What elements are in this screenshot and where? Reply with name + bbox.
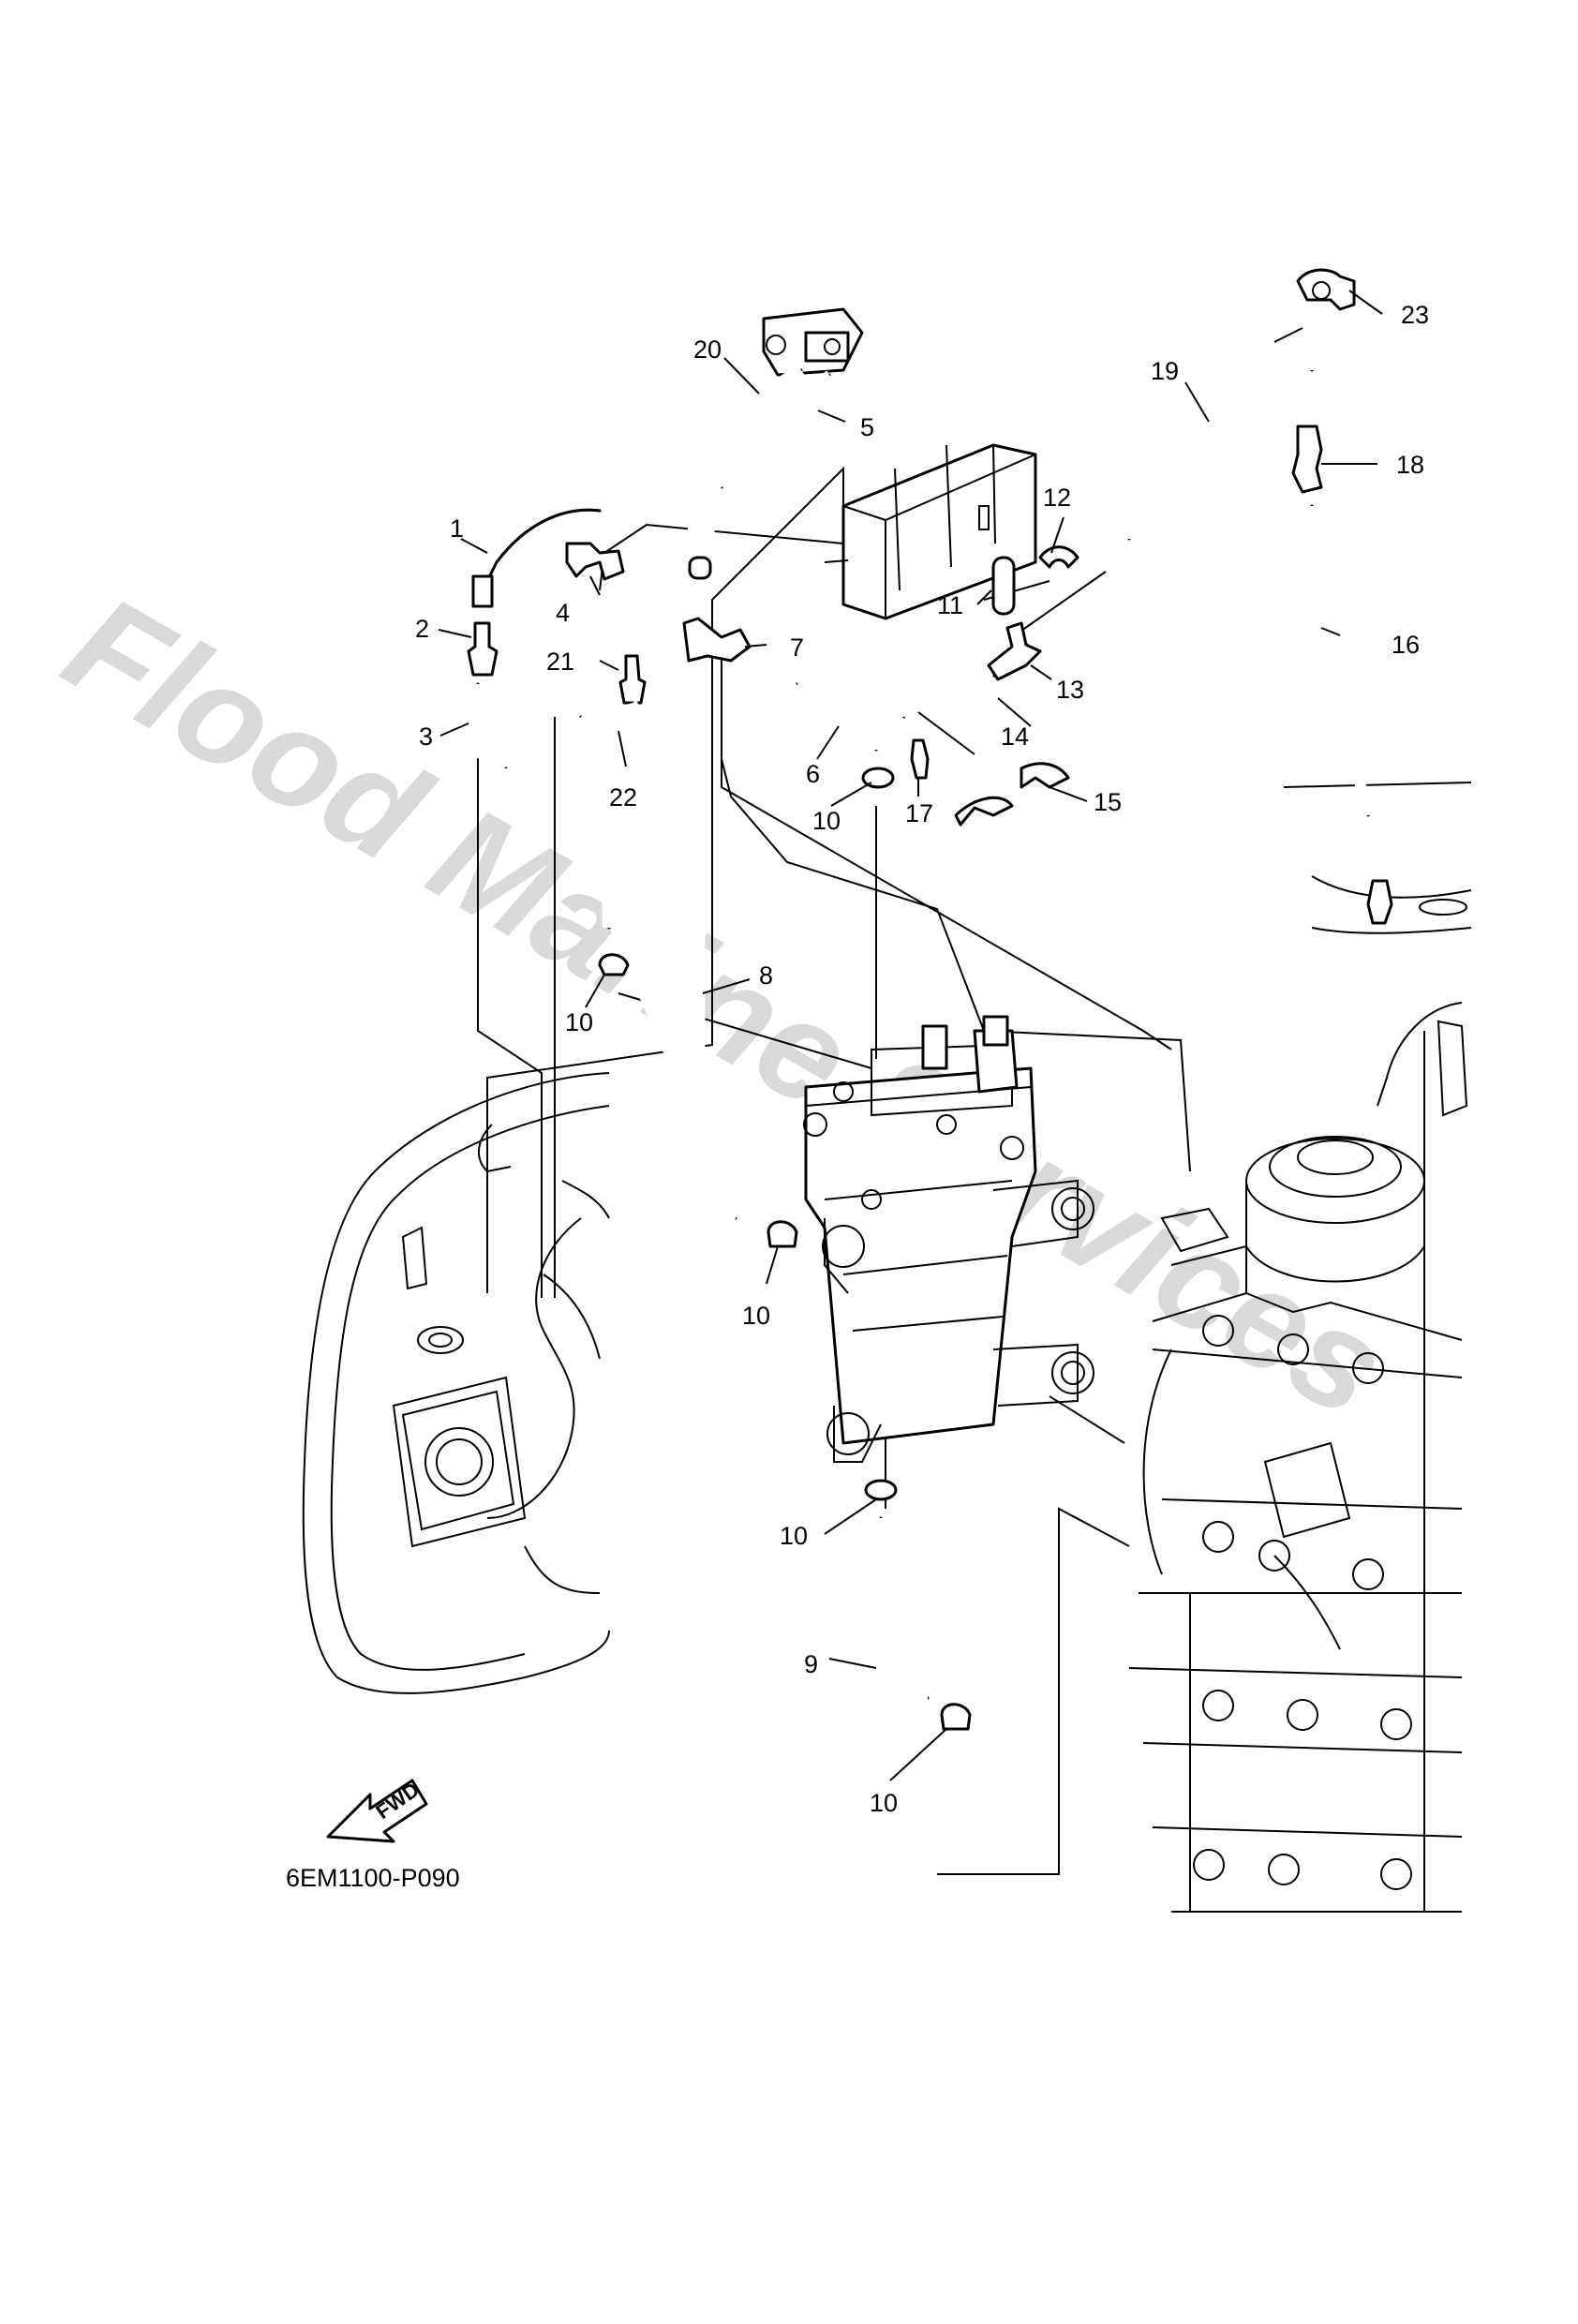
charcoal-canister [824, 443, 1037, 620]
sleeve-11 [991, 556, 1016, 616]
hose-9-inner [873, 1518, 930, 1706]
callout-15: 15 [1094, 788, 1122, 816]
clamp-10-e [940, 1703, 972, 1731]
callout-19: 19 [1151, 357, 1179, 385]
vapor-separator [803, 1015, 1094, 1463]
hose-1-inner [481, 508, 602, 592]
clamp-7 [682, 617, 752, 663]
hose-16-fitting [1366, 879, 1393, 925]
clip-23 [1296, 268, 1356, 311]
hose-3-inner [443, 683, 530, 780]
solenoid-valve [762, 307, 864, 377]
clamp-10-c [767, 1220, 798, 1248]
cylinder-head-cover [302, 1072, 610, 1694]
clamp-15 [954, 762, 1070, 827]
callout-18: 18 [1396, 451, 1424, 479]
callout-10-d: 10 [780, 1522, 808, 1550]
watermark-text: Flood Marine Services [41, 564, 1412, 1447]
callout-23: 23 [1401, 301, 1429, 329]
fitting-17 [910, 738, 930, 780]
hose-20-inner [662, 364, 806, 563]
clip-23-hole [1312, 281, 1331, 300]
clamp-10-d [864, 1479, 898, 1501]
hose-6-inner [737, 678, 884, 771]
hose-14-inner [899, 672, 997, 720]
clamp-10-a [598, 953, 630, 976]
callout-7: 7 [790, 633, 804, 662]
callout-22: 22 [609, 783, 637, 812]
callout-14: 14 [1001, 723, 1029, 751]
callout-12: 12 [1043, 484, 1071, 512]
drawing-code: 6EM1100-P090 [286, 1864, 460, 1892]
callout-17: 17 [905, 799, 933, 827]
power-head-block [1128, 782, 1472, 1913]
callout-21: 21 [546, 648, 574, 676]
hose-1-end [471, 574, 494, 608]
callout-10-c: 10 [742, 1302, 770, 1330]
callout-20: 20 [693, 335, 722, 364]
callout-3: 3 [419, 723, 433, 751]
forward-direction-arrow: FWD [326, 1778, 428, 1843]
watermark: Flood Marine Services [41, 564, 1412, 1447]
fitting-18 [1291, 425, 1323, 494]
callout-9: 9 [804, 1650, 818, 1678]
callout-16: 16 [1392, 631, 1420, 659]
callout-labels: 1 2 3 4 5 6 7 8 9 10 10 10 10 10 11 12 1… [415, 301, 1429, 1817]
hose-16-inner [1306, 506, 1374, 817]
clip-12 [1038, 545, 1079, 569]
hose-20-end [688, 556, 712, 580]
callout-10-a: 10 [565, 1008, 593, 1036]
fitting-2 [467, 621, 499, 677]
callout-6: 6 [806, 760, 820, 788]
callout-leaders [438, 290, 1383, 1781]
callout-5: 5 [860, 413, 874, 441]
callout-2: 2 [415, 615, 429, 643]
callout-4: 4 [556, 599, 570, 627]
callout-13: 13 [1056, 676, 1084, 704]
callout-10-e: 10 [870, 1789, 898, 1817]
hose-5-inner [709, 370, 832, 491]
callout-10-b: 10 [812, 807, 841, 835]
hose-19-inner [1114, 343, 1318, 541]
clip-4 [565, 542, 625, 581]
callout-1: 1 [450, 514, 464, 543]
callout-8: 8 [759, 961, 773, 990]
fitting-21 [618, 654, 647, 705]
hose-22-inner [578, 700, 640, 737]
hose-8-inner [602, 868, 739, 1225]
joint-13 [987, 621, 1042, 681]
callout-11: 11 [937, 591, 963, 619]
